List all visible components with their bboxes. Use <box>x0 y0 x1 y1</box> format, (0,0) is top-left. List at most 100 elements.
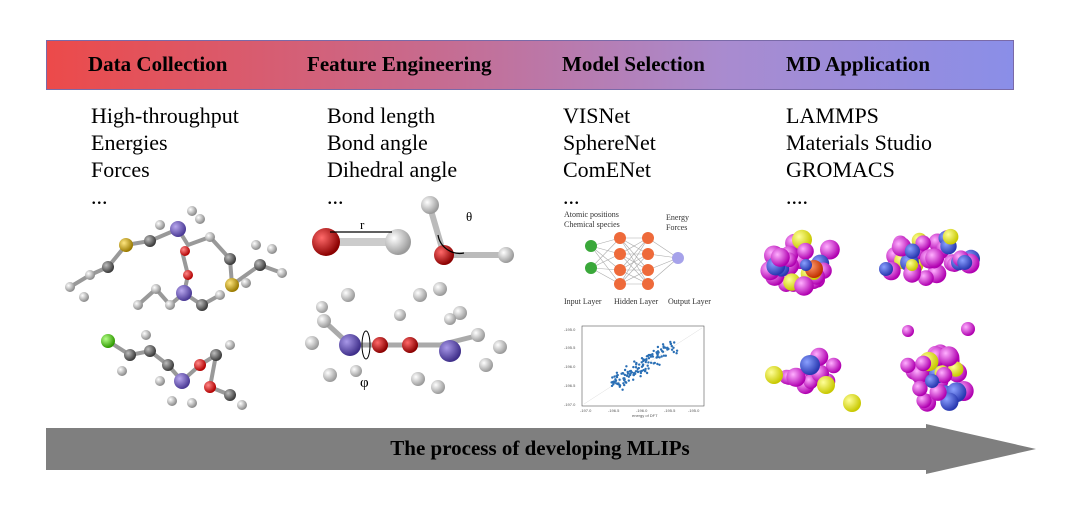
nn-hidden-node <box>642 264 654 276</box>
scatter-point <box>616 373 619 377</box>
scatter-point <box>672 346 675 349</box>
item: GROMACS <box>786 157 895 182</box>
scatter-point <box>652 349 655 353</box>
model-selection-items: VISNet SphereNet ComENet ... <box>563 102 656 210</box>
scatter-point <box>647 361 650 364</box>
scatter-point <box>636 370 639 373</box>
scatter-point <box>664 354 667 357</box>
scatter-point <box>613 375 616 378</box>
atom <box>825 357 842 374</box>
scatter-point <box>646 354 650 358</box>
item: Materials Studio <box>786 130 933 155</box>
atom <box>906 259 918 271</box>
scatter-point <box>651 355 655 358</box>
scatter-point <box>644 360 647 364</box>
atom <box>820 239 840 260</box>
scatter-point <box>646 364 649 367</box>
atom <box>938 346 959 367</box>
scatter-point <box>635 363 638 366</box>
item: SphereNet <box>563 130 656 155</box>
scatter-point <box>640 361 643 364</box>
scatter-point <box>623 368 627 372</box>
nn-input-node <box>585 262 597 274</box>
md-simulation-clusters <box>760 228 980 412</box>
nn-hidden-node <box>614 264 626 276</box>
atom <box>843 394 861 412</box>
scatter-point <box>638 363 641 366</box>
scatter-point <box>662 354 666 357</box>
nn-hidden-node <box>614 232 626 244</box>
y-tick: -195.5 <box>564 345 576 350</box>
nn-hidden-node <box>614 248 626 260</box>
nn-input-label: Atomic positions <box>564 210 619 219</box>
scatter-point <box>669 342 672 346</box>
item: VISNet <box>563 103 631 128</box>
scatter-point <box>675 349 679 352</box>
scatter-point <box>615 382 618 385</box>
scatter-point <box>626 372 630 375</box>
scatter-point <box>632 378 635 381</box>
x-tick: -196.5 <box>608 408 620 413</box>
scatter-point <box>625 374 629 377</box>
scatter-point <box>625 365 628 368</box>
scatter-point <box>656 345 660 349</box>
atom-clusters <box>760 228 980 412</box>
scatter-point <box>618 378 621 381</box>
atom <box>925 374 939 388</box>
nn-layer-label: Input Layer <box>564 297 602 306</box>
scatter-point <box>633 360 636 363</box>
scatter-point <box>645 358 648 361</box>
scatter-point <box>656 355 659 359</box>
atom <box>918 270 934 286</box>
atom <box>942 228 959 245</box>
scatter-point <box>623 383 626 387</box>
y-tick: -197.0 <box>564 402 576 407</box>
nn-input-node <box>585 240 597 252</box>
atom <box>915 355 932 372</box>
stage-header-data-collection: Data Collection <box>88 52 228 76</box>
scatter-point <box>622 382 625 385</box>
atom <box>903 265 921 283</box>
scatter-point <box>625 381 628 384</box>
nn-output-node <box>672 252 684 264</box>
bond-angle-diagram: θ <box>421 196 514 265</box>
scatter-point <box>669 340 672 344</box>
scatter-point <box>658 363 661 366</box>
nn-hidden-node <box>614 278 626 290</box>
scatter-point <box>653 361 656 365</box>
scatter-point <box>627 379 630 382</box>
scatter-point <box>614 379 618 382</box>
x-tick: -195.0 <box>688 408 700 413</box>
process-stage-banner <box>46 40 1014 90</box>
y-tick: -196.0 <box>564 364 576 369</box>
scatter-point <box>658 356 661 359</box>
scatter-point <box>673 341 676 344</box>
atom <box>786 367 806 387</box>
item: Bond angle <box>327 130 428 155</box>
scatter-point <box>672 350 675 354</box>
atom <box>770 247 790 267</box>
item: ... <box>327 184 344 209</box>
scatter-point <box>618 384 622 387</box>
scatter-point <box>644 369 647 373</box>
scatter-point <box>655 351 658 354</box>
scatter-point <box>621 388 624 391</box>
atom <box>765 366 783 384</box>
scatter-point <box>632 365 635 369</box>
item: ComENet <box>563 157 651 182</box>
item: Bond length <box>327 103 436 128</box>
scatter-point <box>643 358 646 362</box>
scatter-point <box>659 348 663 351</box>
bond-length-symbol: r <box>360 217 365 232</box>
scatter-point <box>641 363 645 366</box>
scatter-point <box>639 371 643 375</box>
scatter-point <box>647 357 651 360</box>
scatter-point <box>640 365 644 368</box>
item: ... <box>91 184 108 209</box>
y-tick: -196.5 <box>564 383 576 388</box>
scatter-point <box>634 372 637 375</box>
dihedral-angle-diagram: φ <box>305 282 507 394</box>
atom <box>904 243 920 259</box>
scatter-point <box>657 351 660 354</box>
atom <box>817 376 835 394</box>
